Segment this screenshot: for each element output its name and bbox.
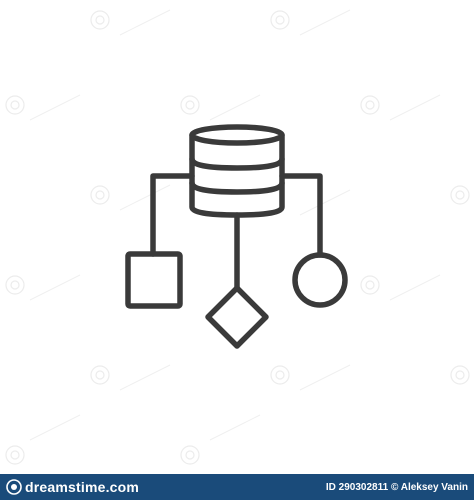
database-flowchart-icon xyxy=(125,124,348,349)
circle-node-icon xyxy=(292,252,348,308)
flow-connector-lines xyxy=(150,173,323,291)
brand-logo[interactable]: dreamstime.com xyxy=(6,479,139,495)
square-node-icon xyxy=(125,251,183,309)
database-icon xyxy=(189,124,285,218)
image-credit: ID 290302811 © Aleksey Vanin xyxy=(325,481,468,493)
footer-bar: dreamstime.com ID 290302811 © Aleksey Va… xyxy=(0,474,474,500)
dreamstime-logo-icon xyxy=(6,479,22,495)
brand-name: dreamstime.com xyxy=(25,479,140,495)
diamond-node-icon xyxy=(205,285,269,349)
